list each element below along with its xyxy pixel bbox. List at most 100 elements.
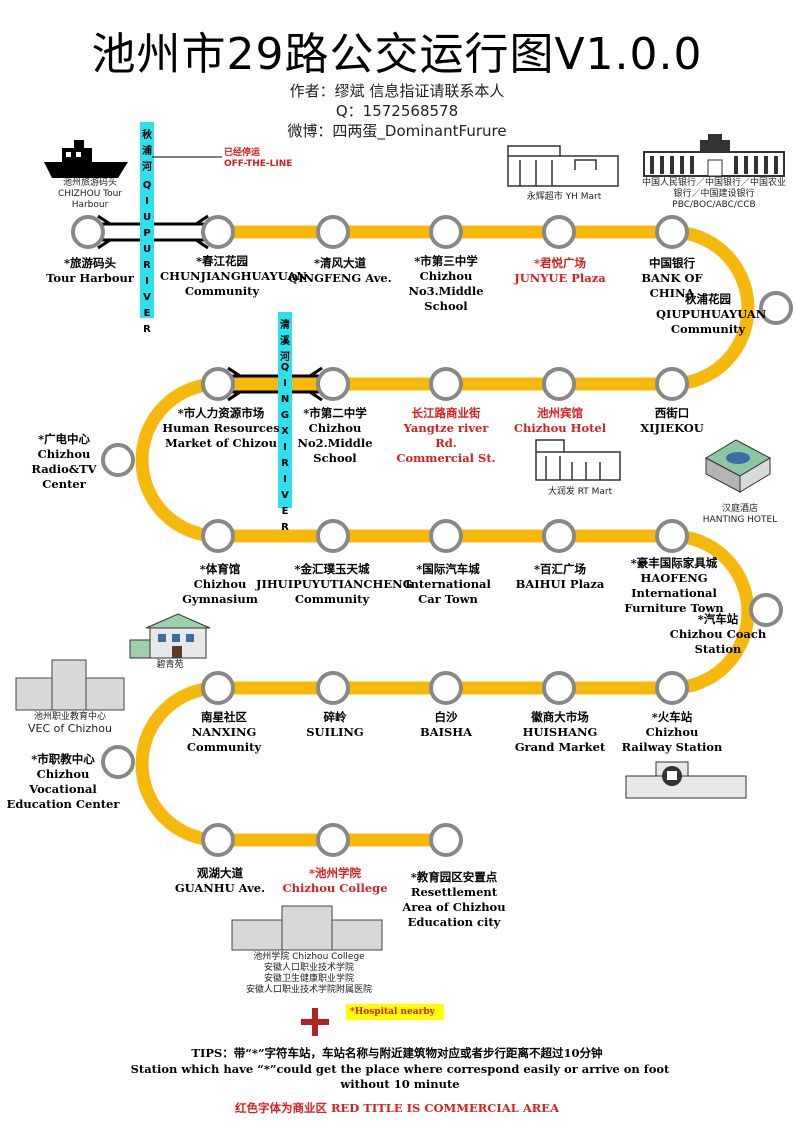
bridge-qingxi (218, 366, 333, 402)
station-name-zh: *池州学院 (308, 866, 361, 880)
station-name-en: BAIHUI Plaza (515, 577, 605, 591)
tips-zh: TIPS：带“*”字符车站，车站名称与附近建筑物对应或者步行距离不超过10分钟 (191, 1046, 603, 1060)
hanting-hotel-icon (704, 439, 772, 493)
station-marker[interactable] (655, 519, 689, 553)
station-name-zh: *市第二中学 (303, 406, 367, 420)
station-marker[interactable] (429, 671, 463, 705)
station-marker[interactable] (316, 671, 350, 705)
station-marker[interactable] (71, 215, 105, 249)
station-marker[interactable] (655, 671, 689, 705)
station-name-zh: 长江路商业街 (411, 406, 481, 420)
station-name-en: GUANHU Ave. (174, 881, 266, 895)
station-marker[interactable] (316, 215, 350, 249)
station-marker[interactable] (316, 823, 350, 857)
station-marker[interactable] (655, 215, 689, 249)
station-name-en: Chizhou Gymnasium (182, 577, 258, 606)
station-name-en: CHUNJIANGHUAYUAN Community (160, 269, 307, 298)
station-marker[interactable] (201, 671, 235, 705)
station-name-en: JIHUIPUYUTIANCHENG Community (256, 577, 413, 606)
station-marker[interactable] (316, 519, 350, 553)
station-name-en: XIJIEKOU (640, 421, 704, 435)
station-marker[interactable] (542, 519, 576, 553)
station-marker[interactable] (429, 367, 463, 401)
station-name-zh: *百汇广场 (533, 562, 586, 576)
station-name-en: Chizhou College (282, 881, 388, 895)
station-marker[interactable] (201, 823, 235, 857)
station-marker[interactable] (316, 367, 350, 401)
station-name-zh: 白沙 (434, 710, 458, 724)
station-name-zh: *国际汽车城 (416, 562, 480, 576)
station-name-en: JUNYUE Plaza (514, 271, 606, 285)
station-marker[interactable] (201, 215, 235, 249)
station-name-en: BAISHA (419, 725, 473, 739)
station-name-en: QIUPUHUAYUAN Community (656, 307, 767, 336)
map-title: 池州市29路公交运行图V1.0.0 (91, 29, 703, 80)
station-name-en: HUISHANG Grand Market (514, 725, 606, 754)
station-name-zh: *市第三中学 (414, 254, 478, 268)
station-name-zh: *教育园区安置点 (410, 870, 498, 884)
station-marker[interactable] (429, 519, 463, 553)
hospital-cross-icon (301, 1008, 329, 1036)
station-name-en: Chizhou No2.Middle School (297, 421, 373, 465)
station-name-zh: *金汇璞玉天城 (294, 562, 370, 576)
station-name-en: HAOFENG International Furniture Town (624, 571, 724, 615)
station-name-zh: *火车站 (651, 710, 693, 724)
station-name-zh: 秋浦花园 (685, 292, 731, 306)
station-marker[interactable] (749, 593, 783, 627)
qingxi-river-label-zh: 清溪河 (280, 320, 290, 363)
weibo-line: 微博：四两蛋_DominantFurure (287, 122, 507, 140)
station-marker[interactable] (101, 443, 135, 477)
station-name-zh: *广电中心 (37, 432, 90, 446)
station-name-en: Chizhou Vocational Education Center (6, 767, 120, 811)
station-marker[interactable] (542, 215, 576, 249)
station-name-zh: 中国银行 (649, 256, 695, 270)
station-marker[interactable] (429, 215, 463, 249)
commercial-note: 红色字体为商业区 RED TITLE IS COMMERCIAL AREA (234, 1101, 559, 1115)
station-marker[interactable] (655, 367, 689, 401)
qiupu-river-label-zh: 秋浦河 (142, 130, 152, 173)
station-marker[interactable] (429, 823, 463, 857)
station-name-zh: 西街口 (654, 406, 690, 420)
railway-station-icon (625, 761, 747, 799)
station-marker[interactable] (201, 367, 235, 401)
station-marker[interactable] (201, 519, 235, 553)
station-name-en: Chizhou Radio&TV Center (31, 447, 97, 491)
bridge-qiupu (88, 214, 218, 250)
station-name-zh: *市人力资源市场 (177, 406, 265, 420)
station-marker[interactable] (101, 745, 135, 779)
station-name-zh: *旅游码头 (63, 256, 116, 270)
rt-mart-icon (535, 439, 621, 481)
station-marker[interactable] (542, 671, 576, 705)
station-marker[interactable] (759, 291, 793, 325)
station-name-en: NANXING Community (186, 725, 262, 754)
station-name-en: Chizhou Railway Station (621, 725, 723, 754)
station-name-en: Tour Harbour (46, 271, 134, 285)
station-name-zh: 碎岭 (323, 710, 347, 724)
station-name-zh: *市职教中心 (31, 752, 95, 766)
station-name-en: International Car Town (405, 577, 491, 606)
biqingyuan-caption: 碧青苑 (156, 660, 184, 670)
station-name-en: Resettlement Area of Chizhou Education c… (402, 885, 506, 929)
station-marker[interactable] (542, 367, 576, 401)
